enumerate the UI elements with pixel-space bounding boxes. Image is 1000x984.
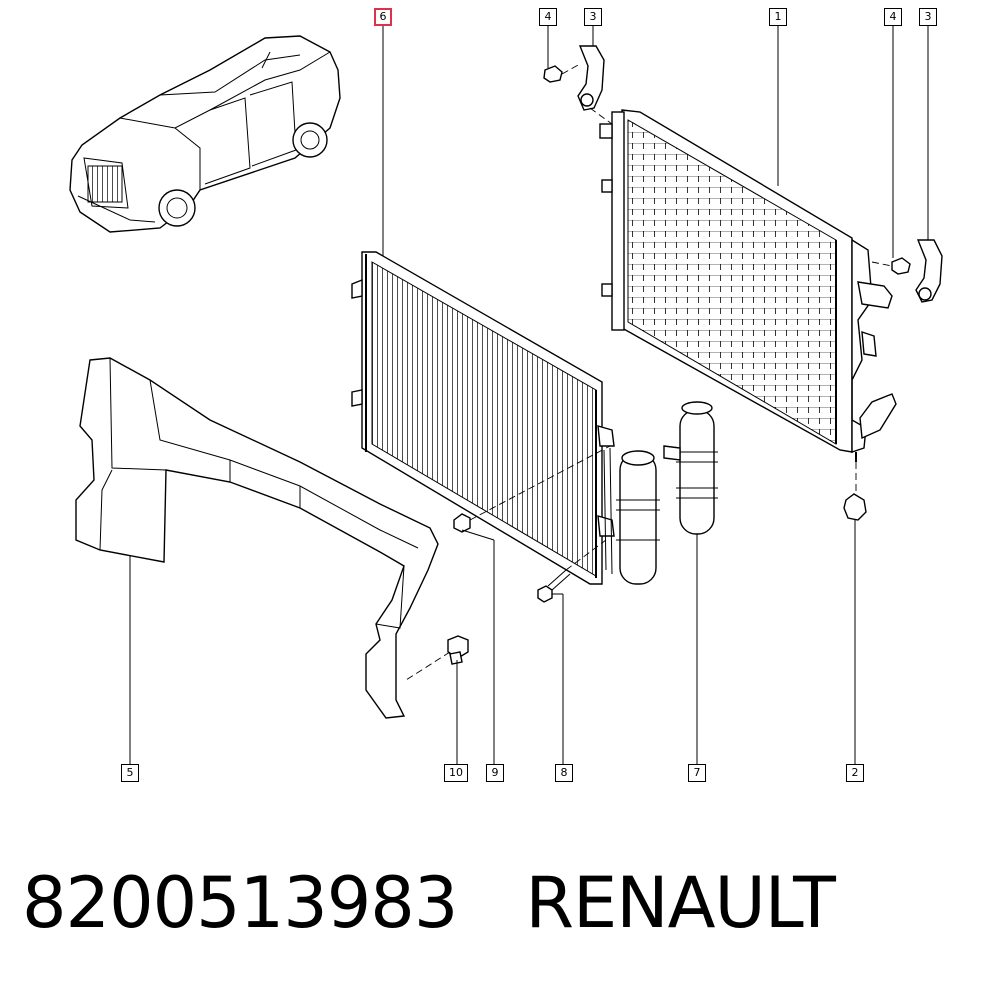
leader-lines bbox=[129, 26, 929, 764]
callout-10[interactable]: 10 bbox=[444, 764, 468, 782]
nut bbox=[543, 63, 581, 83]
right-nut bbox=[871, 257, 911, 275]
parts-diagram: 6 4 3 1 4 3 5 10 9 8 7 2 bbox=[69, 8, 943, 782]
drier-housing bbox=[616, 450, 660, 585]
radiator bbox=[599, 109, 897, 462]
upper-mounting-bracket bbox=[577, 45, 613, 125]
callout-2[interactable]: 2 bbox=[846, 764, 864, 782]
exploded-view-drawing bbox=[69, 26, 943, 764]
brand-name: RENAULT bbox=[525, 862, 835, 944]
ac-condenser bbox=[351, 251, 615, 585]
callout-5[interactable]: 5 bbox=[121, 764, 139, 782]
callout-4-top[interactable]: 4 bbox=[539, 8, 557, 26]
clip-10 bbox=[405, 635, 469, 681]
callout-3-top[interactable]: 3 bbox=[584, 8, 602, 26]
car-illustration bbox=[69, 35, 341, 233]
part-caption: 8200513983 RENAULT bbox=[22, 858, 836, 948]
bolt-8 bbox=[537, 539, 607, 603]
callout-7[interactable]: 7 bbox=[688, 764, 706, 782]
right-mounting-bracket bbox=[915, 239, 943, 303]
callout-4-right[interactable]: 4 bbox=[884, 8, 902, 26]
air-deflector-panel bbox=[75, 357, 439, 719]
bolt-9 bbox=[453, 445, 611, 533]
lower-mount-grommet bbox=[843, 462, 867, 521]
callout-3-right[interactable]: 3 bbox=[919, 8, 937, 26]
callout-9[interactable]: 9 bbox=[486, 764, 504, 782]
callout-6[interactable]: 6 bbox=[374, 8, 392, 26]
callout-8[interactable]: 8 bbox=[555, 764, 573, 782]
part-number: 8200513983 bbox=[22, 862, 458, 944]
callout-1[interactable]: 1 bbox=[769, 8, 787, 26]
car-grille bbox=[87, 165, 123, 203]
receiver-drier bbox=[663, 401, 718, 535]
